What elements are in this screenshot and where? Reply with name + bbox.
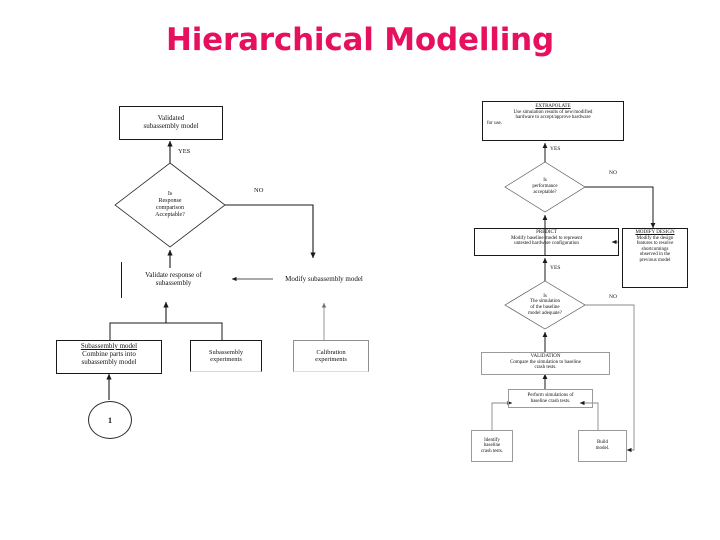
node-text-line: of the baseline [530, 305, 560, 310]
edge-merge-bracket [109, 322, 223, 341]
node-predict[interactable]: PREDICT Modify baseline model to represe… [474, 228, 619, 256]
node-text-line: Modify subassembly model [285, 275, 363, 284]
node-text-line: features to resolve [636, 241, 674, 247]
node-text-line: subassembly model [81, 357, 137, 366]
node-text-line: hardware to accept/approve hardware [515, 115, 591, 121]
node-text-line: Response [158, 198, 182, 205]
edge-no-to-modify-design [585, 186, 656, 229]
edge-label-yes-bottom: YES [550, 265, 561, 271]
node-text-line: subassembly model [143, 122, 199, 130]
node-subassembly-model[interactable]: Subassembly model Combine parts into sub… [56, 340, 162, 374]
edge-label-yes: YES [178, 148, 191, 155]
node-extrapolate[interactable]: EXTRAPOLATE Use simulation results of ne… [482, 101, 624, 141]
node-text-line: Subassembly [208, 348, 244, 356]
node-text-line: Perform simulations of [527, 392, 574, 398]
node-text-line: crash tests. [534, 365, 557, 371]
node-text-line: Build [596, 440, 609, 446]
node-heading: EXTRAPOLATE [535, 104, 571, 109]
edge-no-to-modify-subassembly [225, 204, 316, 259]
node-text-line: comparison [156, 205, 184, 211]
node-decision-simulation-adequate[interactable]: Is The simulation of the baseline model … [505, 281, 585, 329]
node-heading: PREDICT [536, 230, 557, 235]
node-heading: Subassembly model [80, 342, 138, 350]
node-text-line: Use simulation results of new/modified [513, 109, 593, 115]
node-text-line: Is [167, 191, 173, 198]
node-validation[interactable]: VALIDATION Compare the simulation to bas… [481, 352, 610, 375]
node-text-line: Is [543, 293, 547, 299]
node-text-line: experiments [210, 356, 242, 363]
decision-diamond-performance-acceptable [504, 161, 586, 213]
edge-label-no-bottom: NO [609, 294, 617, 300]
edge-label-no: NO [254, 187, 264, 194]
node-text-line: Combine parts into [82, 349, 136, 358]
decision-diamond-simulation-adequate [504, 280, 586, 330]
node-text-line: observed in the [639, 252, 671, 258]
edge-label-yes-top: YES [550, 146, 561, 152]
node-text-line: baseline crash tests. [530, 398, 571, 404]
node-text-line: for use. [487, 120, 502, 126]
node-modify-subassembly-model[interactable]: Modify subassembly model [268, 270, 380, 290]
node-text-line: experiments [315, 356, 347, 363]
page-title: Hierarchical Modelling [166, 22, 554, 58]
node-text-line: The simulation [529, 299, 561, 305]
edge-build-to-perform [579, 400, 599, 430]
node-heading: MODIFY DESIGN [635, 230, 675, 235]
node-text-line: Is [543, 178, 547, 184]
node-text-line: Calibration [316, 348, 346, 356]
node-text-line: untested hardware configuration [514, 241, 579, 247]
node-connector-circle-1[interactable]: 1 [88, 401, 132, 439]
node-identify-baseline-crash-tests[interactable]: Identify baseline crash tests. [471, 430, 513, 462]
edge-identify-to-perform [491, 400, 513, 430]
decision-diamond-response-acceptable [114, 162, 226, 248]
node-text-line: model. [595, 446, 610, 451]
node-text-line: baseline [483, 443, 501, 449]
node-decision-response-acceptable[interactable]: Is Response comparison Acceptable? [115, 163, 225, 247]
node-text-line: Modify the design [636, 235, 674, 241]
node-heading: VALIDATION [530, 354, 561, 359]
connector-label: 1 [108, 415, 112, 425]
edge-no-to-build-model [585, 304, 635, 453]
node-text-line: crash tests. [481, 448, 503, 454]
node-text-line: previous model [639, 257, 671, 263]
node-subassembly-experiments[interactable]: Subassembly experiments [190, 340, 262, 372]
node-text-line: acceptable? [533, 189, 557, 195]
edge-label-no-top: NO [609, 170, 617, 176]
node-text-line: subassembly [155, 279, 192, 287]
node-text-line: Validated [157, 114, 185, 123]
node-text-line: Compare the simulation to baseline [510, 359, 581, 365]
node-text-line: Validate response of [145, 271, 202, 280]
node-text-line: Identify [484, 437, 500, 443]
node-text-line: Modify baseline model to represent [510, 235, 583, 241]
node-decision-performance-acceptable[interactable]: Is performance acceptable? [505, 162, 585, 212]
node-validated-subassembly-model[interactable]: Validated subassembly model [119, 106, 223, 140]
node-validate-response-of-subassembly[interactable]: Validate response of subassembly [121, 262, 225, 298]
node-calibration-experiments[interactable]: Calibration experiments [293, 340, 369, 372]
node-text-line: model adequate? [528, 310, 562, 316]
node-modify-design[interactable]: MODIFY DESIGN Modify the design features… [622, 228, 688, 288]
node-build-model[interactable]: Build model. [578, 430, 627, 462]
node-text-line: Acceptable? [155, 211, 185, 218]
node-perform-simulations[interactable]: Perform simulations of baseline crash te… [508, 389, 593, 408]
node-text-line: shortcomings [641, 246, 669, 252]
node-text-line: performance [532, 184, 558, 190]
